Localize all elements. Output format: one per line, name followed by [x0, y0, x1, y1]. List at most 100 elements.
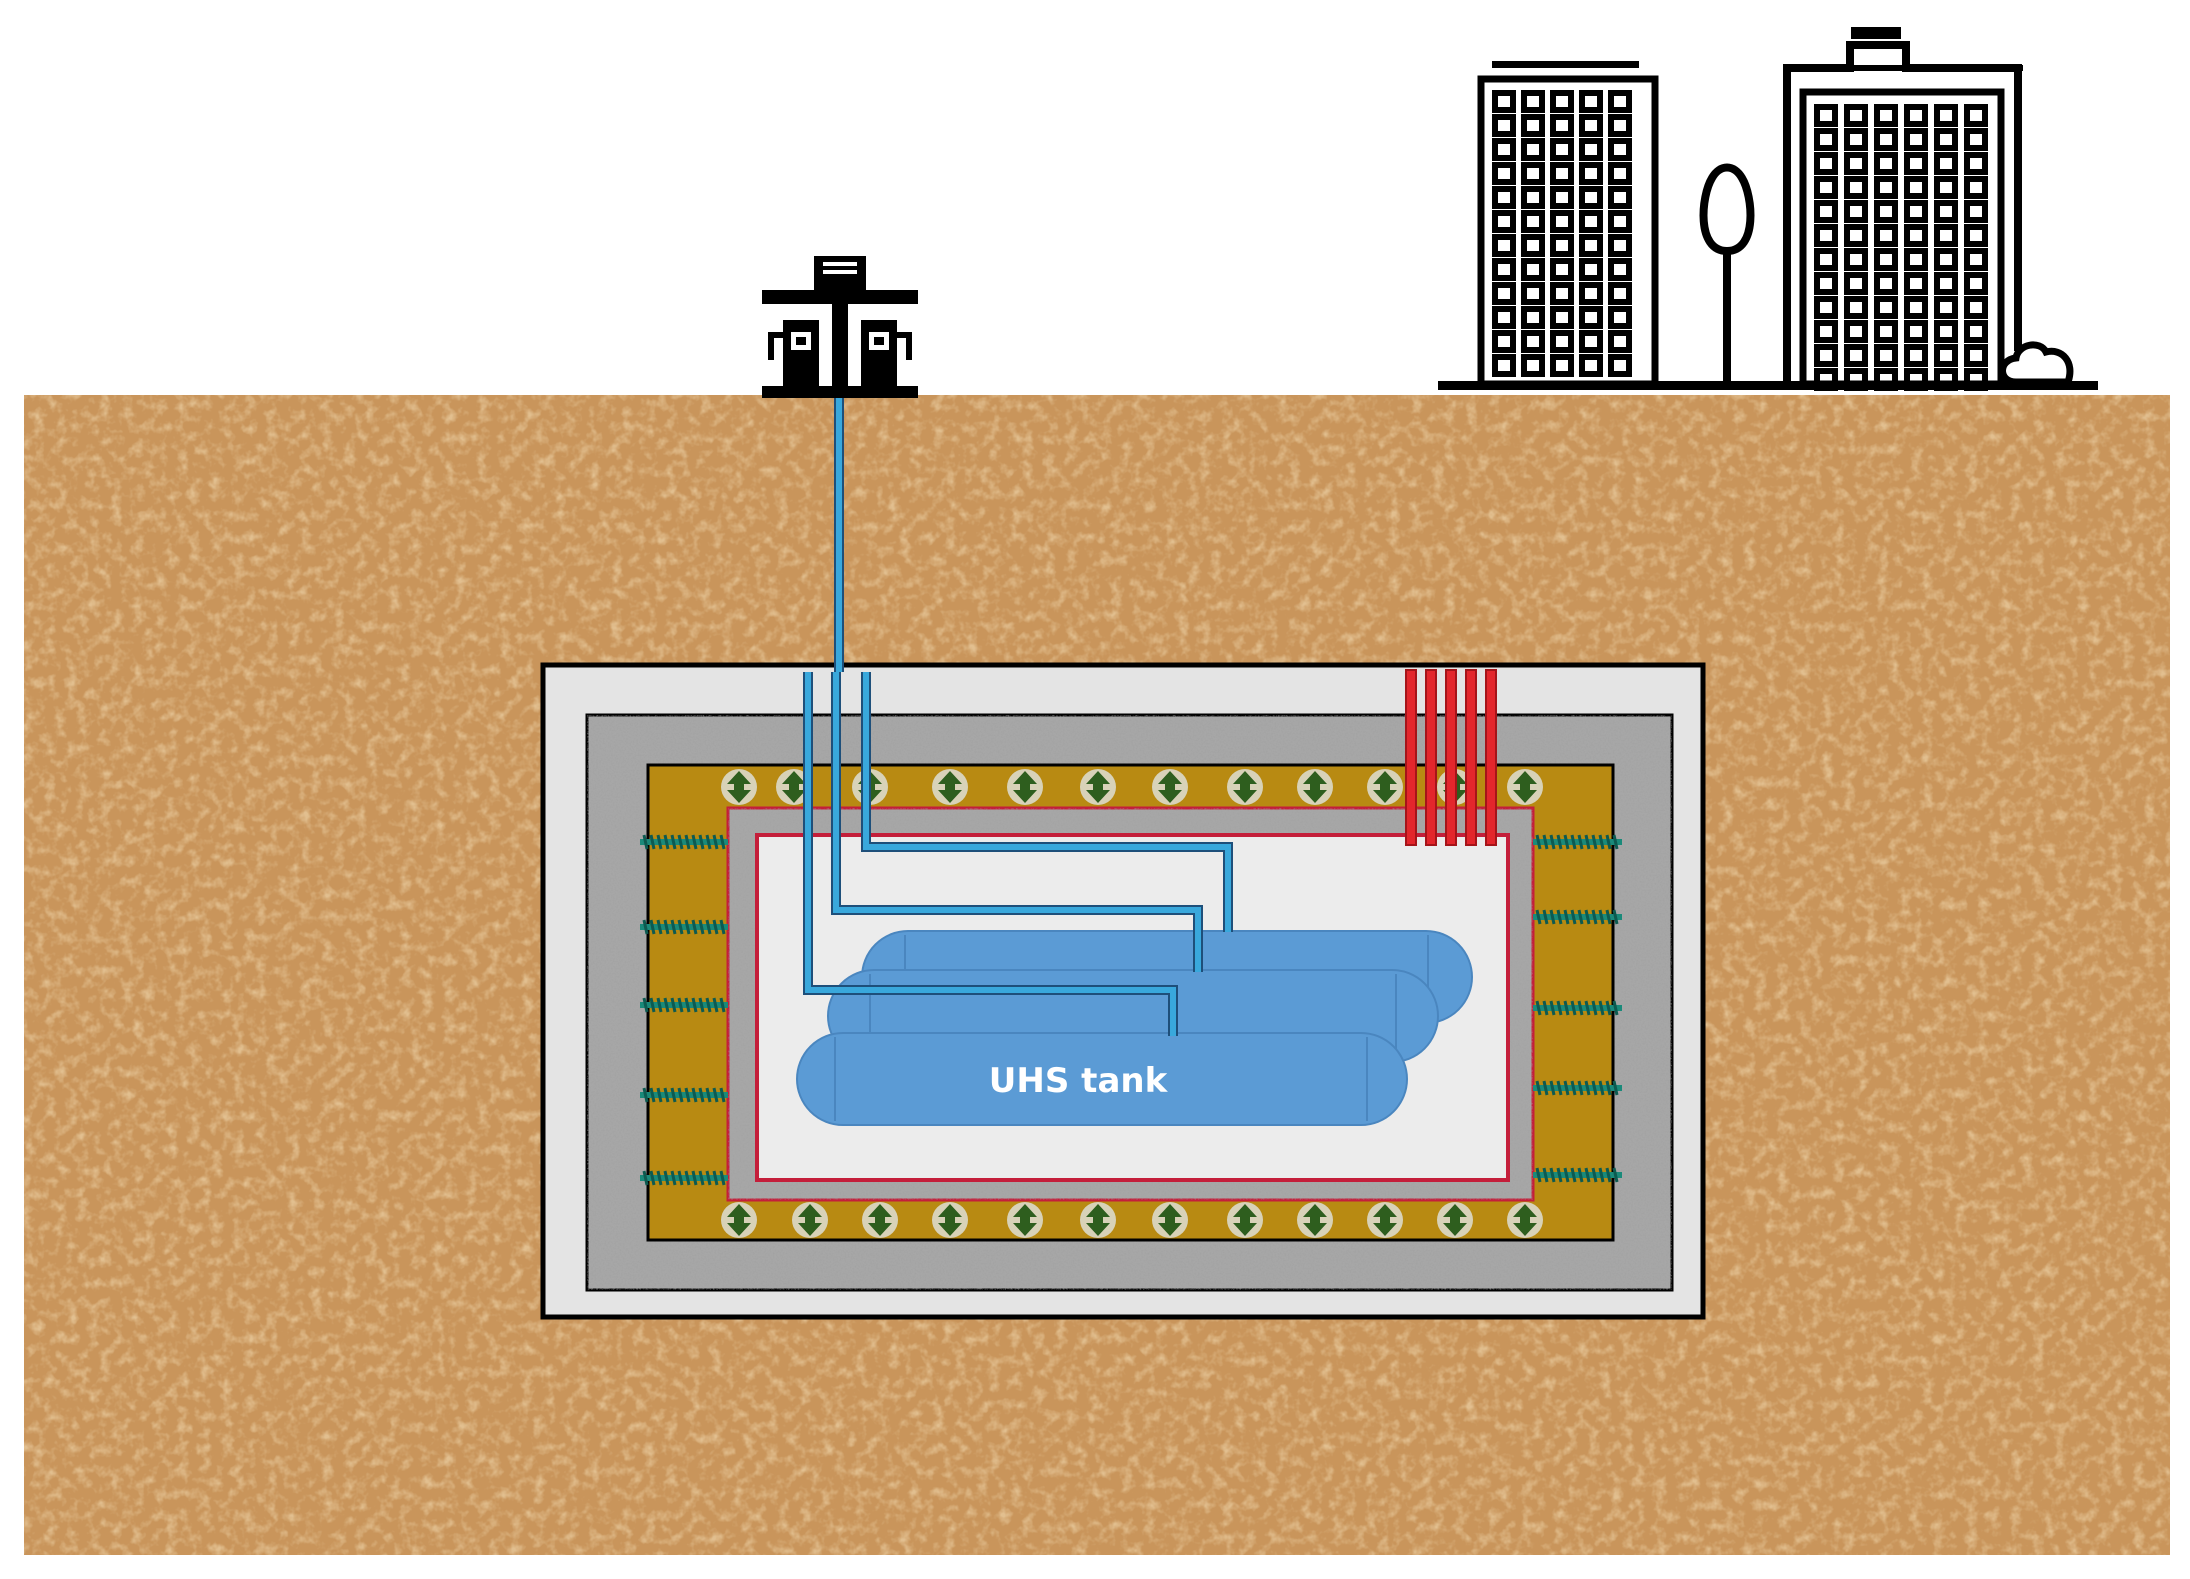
- window: [1904, 368, 1928, 391]
- damper-marker: [1367, 769, 1403, 805]
- red-pipe: [1485, 669, 1497, 846]
- damper-marker: [1297, 769, 1333, 805]
- window: [1579, 210, 1603, 233]
- window: [1814, 128, 1838, 151]
- window: [1608, 282, 1632, 305]
- window: [1964, 320, 1988, 343]
- window: [1874, 200, 1898, 223]
- window: [1492, 138, 1516, 161]
- window: [1550, 186, 1574, 209]
- window: [1550, 330, 1574, 353]
- window: [1904, 128, 1928, 151]
- window: [1521, 138, 1545, 161]
- window: [1934, 296, 1958, 319]
- window: [1579, 162, 1603, 185]
- pipe-to-tank-front: [805, 672, 1176, 1036]
- spring-isolator: [640, 1170, 728, 1186]
- spring-isolator: [1533, 1167, 1622, 1183]
- damper-marker: [1227, 769, 1263, 805]
- window: [1550, 258, 1574, 281]
- window: [1814, 272, 1838, 295]
- window: [1934, 200, 1958, 223]
- damper-marker: [932, 769, 968, 805]
- window: [1964, 152, 1988, 175]
- window: [1608, 354, 1632, 377]
- pipe-to-tank-middle: [833, 672, 1201, 972]
- window: [1904, 248, 1928, 271]
- window: [1934, 104, 1958, 127]
- window: [1550, 114, 1574, 137]
- window: [1964, 344, 1988, 367]
- window: [1608, 138, 1632, 161]
- window: [1874, 176, 1898, 199]
- window: [1579, 258, 1603, 281]
- window: [1579, 90, 1603, 113]
- tree-icon: [1699, 163, 1755, 384]
- window: [1579, 282, 1603, 305]
- window: [1874, 224, 1898, 247]
- window: [1492, 162, 1516, 185]
- damper-marker: [1007, 769, 1043, 805]
- window: [1964, 200, 1988, 223]
- window: [1492, 354, 1516, 377]
- window: [1904, 176, 1928, 199]
- damper-marker: [1152, 1202, 1188, 1238]
- damper-marker: [792, 1202, 828, 1238]
- window: [1964, 128, 1988, 151]
- damper-marker: [1367, 1202, 1403, 1238]
- damper-marker: [1437, 1202, 1473, 1238]
- damper-marker: [1007, 1202, 1043, 1238]
- window: [1904, 296, 1928, 319]
- spring-isolator: [1533, 1080, 1622, 1096]
- window: [1874, 368, 1898, 391]
- window: [1904, 272, 1928, 295]
- window: [1550, 210, 1574, 233]
- spring-isolator: [1533, 909, 1622, 925]
- window: [1579, 234, 1603, 257]
- window: [1521, 162, 1545, 185]
- fuel-station-icon: [762, 256, 918, 398]
- window: [1874, 344, 1898, 367]
- window: [1844, 272, 1868, 295]
- window: [1904, 200, 1928, 223]
- spring-isolators: [640, 834, 1622, 1186]
- window: [1874, 296, 1898, 319]
- window: [1814, 320, 1838, 343]
- window: [1844, 224, 1868, 247]
- window: [1814, 368, 1838, 391]
- damper-marker: [721, 769, 757, 805]
- window: [1844, 176, 1868, 199]
- window: [1874, 104, 1898, 127]
- window: [1521, 306, 1545, 329]
- spring-isolator: [640, 1087, 728, 1103]
- window: [1814, 152, 1838, 175]
- damper-marker: [1227, 1202, 1263, 1238]
- window: [1492, 306, 1516, 329]
- window: [1964, 176, 1988, 199]
- office-building-icon: [1783, 27, 2023, 391]
- window: [1550, 90, 1574, 113]
- window: [1608, 162, 1632, 185]
- window: [1608, 90, 1632, 113]
- damper-marker: [1152, 769, 1188, 805]
- window: [1874, 272, 1898, 295]
- window: [1579, 306, 1603, 329]
- window: [1964, 272, 1988, 295]
- window: [1492, 282, 1516, 305]
- window: [1934, 224, 1958, 247]
- window: [1874, 128, 1898, 151]
- window: [1521, 90, 1545, 113]
- window: [1844, 344, 1868, 367]
- damper-marker: [1080, 1202, 1116, 1238]
- window: [1814, 344, 1838, 367]
- window: [1521, 114, 1545, 137]
- damper-marker: [862, 1202, 898, 1238]
- window: [1579, 354, 1603, 377]
- window: [1934, 272, 1958, 295]
- damper-marker: [932, 1202, 968, 1238]
- pipe-to-tank-back: [863, 672, 1231, 932]
- window: [1492, 210, 1516, 233]
- spring-isolator: [1533, 834, 1622, 850]
- window: [1874, 152, 1898, 175]
